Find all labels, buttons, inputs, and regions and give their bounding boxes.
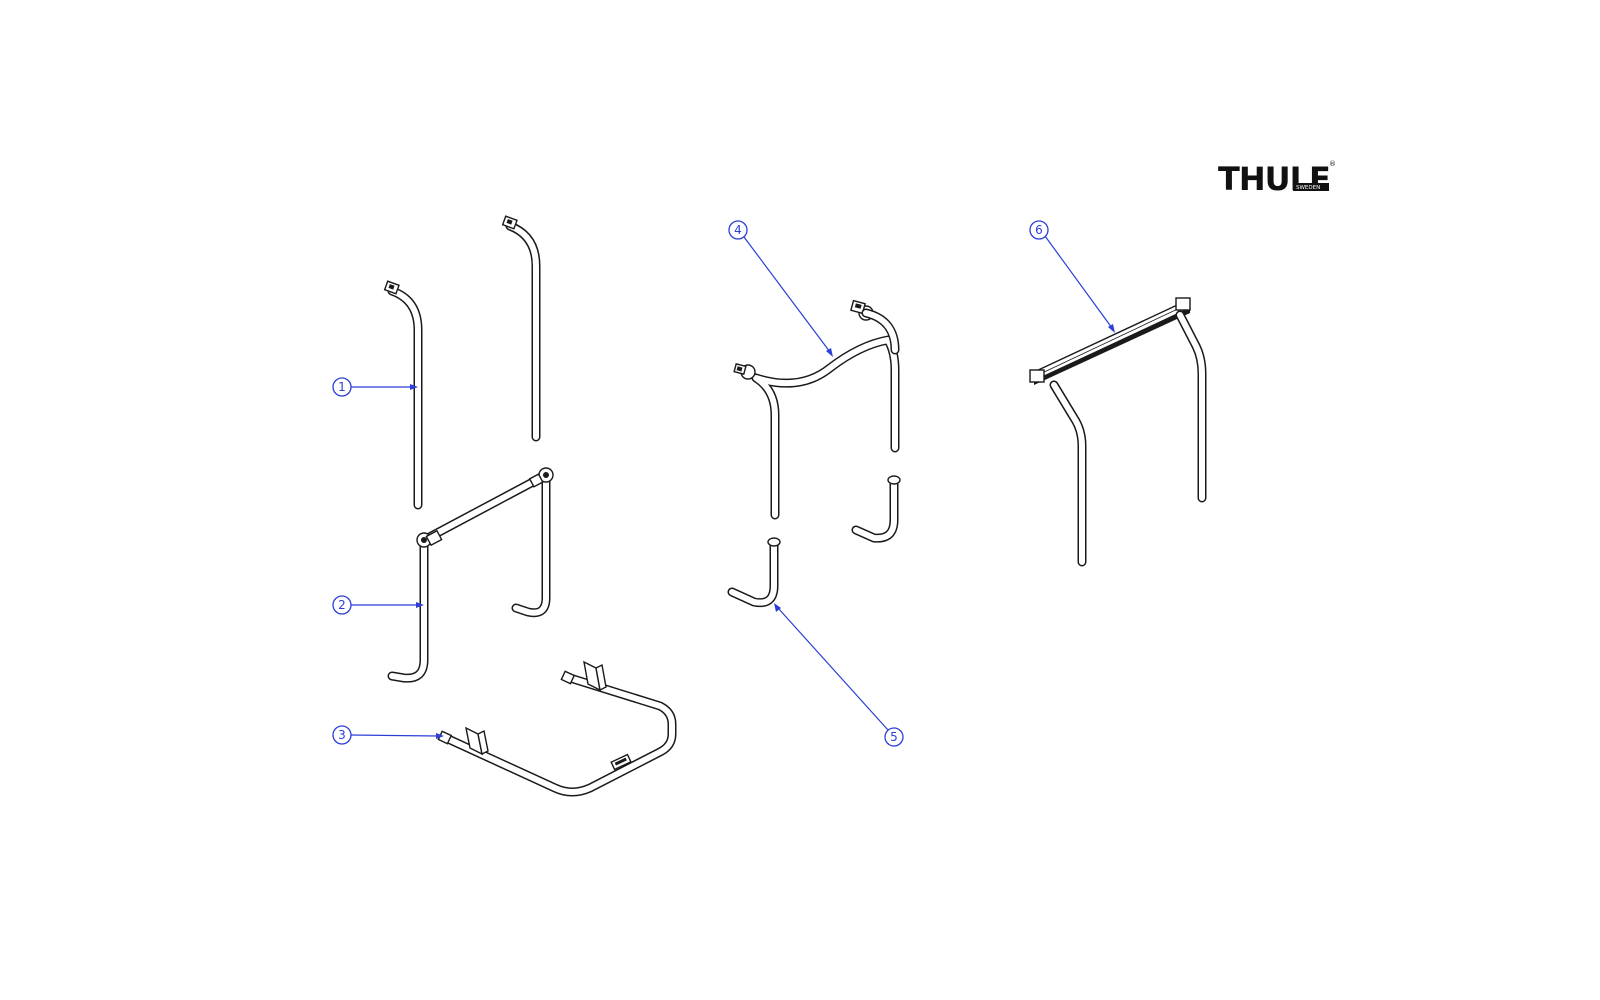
callout-4: 4 [728,220,833,357]
callout-1: 1 [332,377,418,397]
part-1-uprights [383,215,541,510]
callout-2-label: 2 [338,598,346,612]
logo-sub: SWEDEN [1296,185,1320,191]
callout-5-label: 5 [890,730,898,744]
part-5-l-sockets [727,475,901,608]
callout-6: 6 [1029,220,1115,333]
callout-5: 5 [774,603,904,747]
part-2-frame [387,467,554,683]
logo-brand: THULE [1218,160,1330,198]
part-4-arched-bar [733,299,900,520]
thule-logo: THULE SWEDEN ® [1218,160,1336,198]
callout-4-label: 4 [734,223,742,237]
part-3-base-frame [437,660,677,797]
callout-6-label: 6 [1035,223,1043,237]
callout-1-label: 1 [338,380,346,394]
logo-reg: ® [1329,160,1336,168]
callout-2: 2 [332,595,424,615]
callout-3-label: 3 [338,728,346,742]
part-6-top-rail [1029,297,1207,567]
callout-3: 3 [332,725,444,745]
